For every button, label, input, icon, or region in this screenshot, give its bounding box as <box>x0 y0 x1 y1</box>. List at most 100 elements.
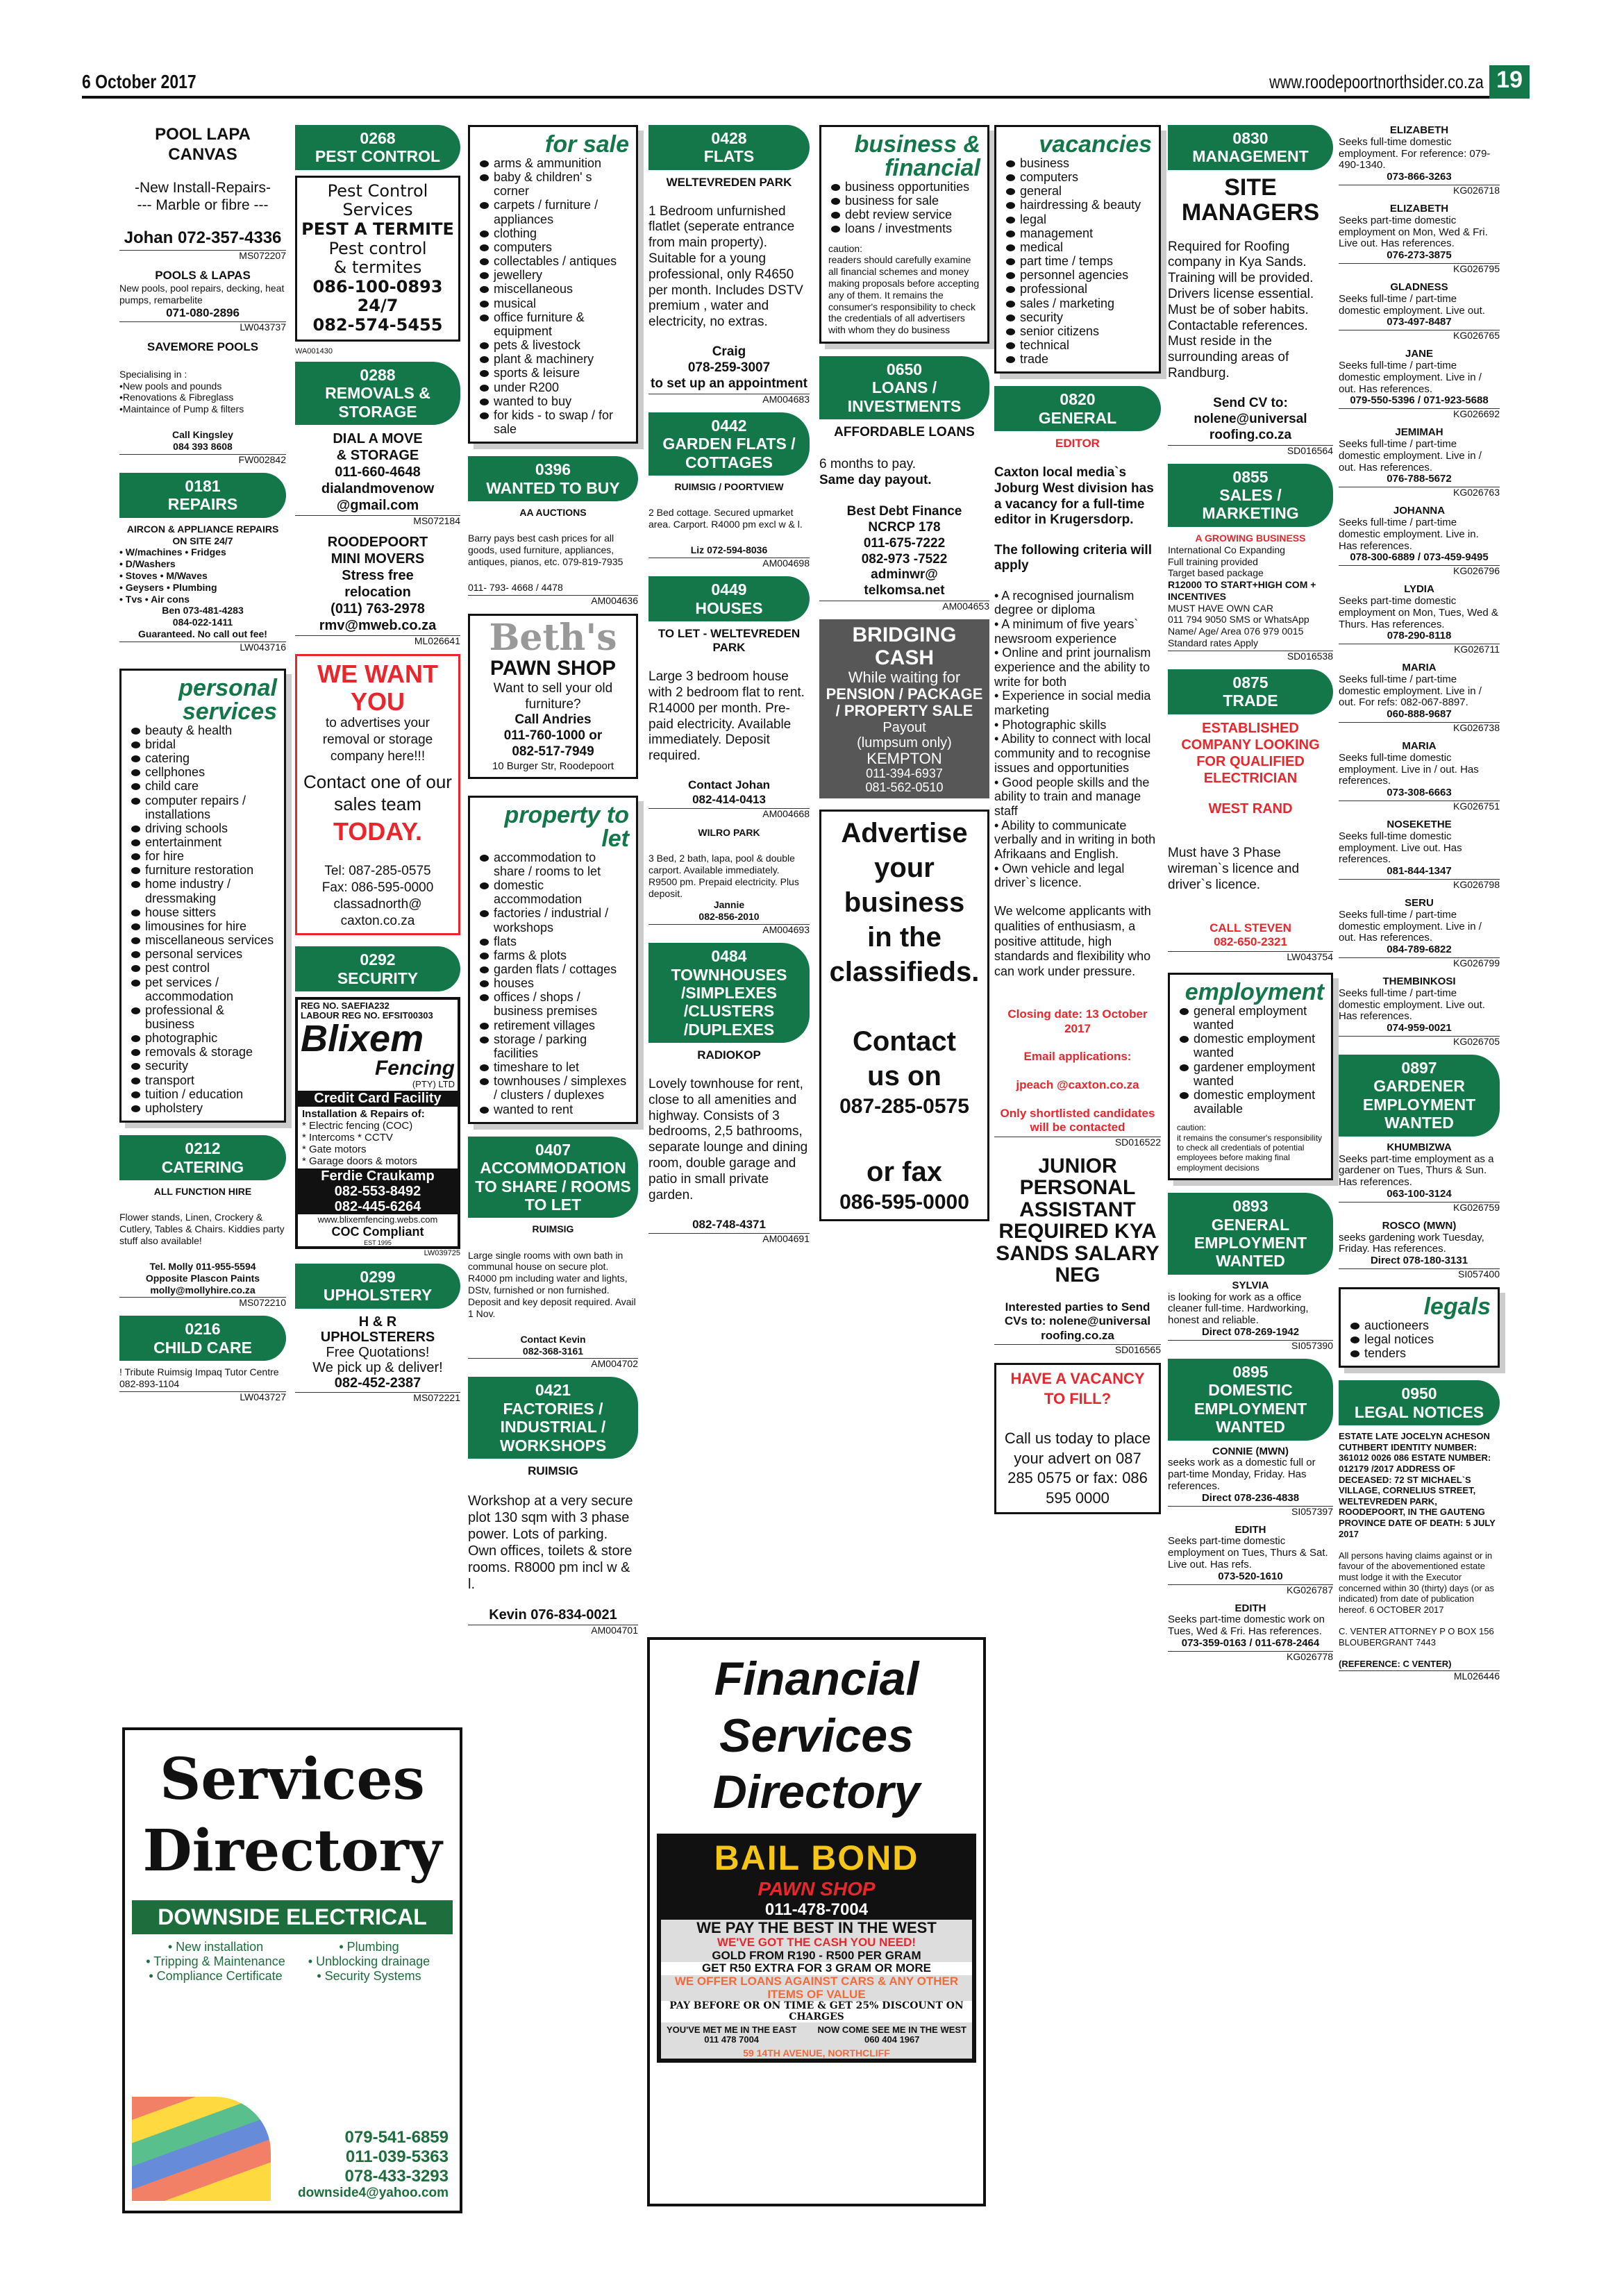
index-item[interactable]: plant & machinery <box>477 352 629 366</box>
index-item[interactable]: pest control <box>128 961 277 975</box>
index-item[interactable]: computers <box>1003 170 1152 184</box>
index-item[interactable]: personal services <box>128 947 277 961</box>
index-item[interactable]: technical <box>1003 338 1152 352</box>
index-item[interactable]: part time / temps <box>1003 254 1152 268</box>
index-item[interactable]: farms & plots <box>477 948 629 962</box>
index-item[interactable]: business <box>1003 156 1152 170</box>
index-item[interactable]: legal <box>1003 212 1152 226</box>
index-item[interactable]: garden flats / cottages <box>477 962 629 976</box>
index-item[interactable]: professional <box>1003 282 1152 296</box>
index-item[interactable]: medical <box>1003 240 1152 254</box>
index-item[interactable]: professional & business <box>128 1003 277 1031</box>
index-item[interactable]: domestic accommodation <box>477 878 629 906</box>
index-item[interactable]: retirement villages <box>477 1019 629 1032</box>
index-item[interactable]: flats <box>477 935 629 948</box>
index-item[interactable]: general <box>1003 184 1152 198</box>
email-link[interactable]: downside4@yahoo.com <box>297 2186 449 2201</box>
index-item[interactable]: hairdressing & beauty <box>1003 198 1152 212</box>
index-item[interactable]: storage / parking facilities <box>477 1032 629 1060</box>
index-item[interactable]: for kids - to swap / for sale <box>477 408 629 436</box>
index-item[interactable]: child care <box>128 779 277 793</box>
index-item[interactable]: upholstery <box>128 1101 277 1115</box>
index-item[interactable]: senior citizens <box>1003 324 1152 338</box>
index-item[interactable]: entertainment <box>128 835 277 849</box>
index-item[interactable]: debt review service <box>828 208 980 221</box>
index-item[interactable]: catering <box>128 751 277 765</box>
index-item[interactable]: personnel agencies <box>1003 268 1152 282</box>
index-item[interactable]: collectables / antiques <box>477 254 629 268</box>
index-item[interactable]: management <box>1003 226 1152 240</box>
email-link[interactable]: jpeach @caxton.co.za <box>1016 1078 1139 1092</box>
index-item[interactable]: business for sale <box>828 194 980 208</box>
index-item[interactable]: sales / marketing <box>1003 296 1152 310</box>
index-item[interactable]: computer repairs / installations <box>128 794 277 821</box>
index-item[interactable]: pets & livestock <box>477 338 629 352</box>
index-item[interactable]: wanted to rent <box>477 1103 629 1116</box>
index-item[interactable]: loans / investments <box>828 221 980 235</box>
index-item[interactable]: security <box>1003 310 1152 324</box>
index-item[interactable]: trade <box>1003 352 1152 366</box>
index-item[interactable]: for hire <box>128 849 277 863</box>
index-item[interactable]: sports & leisure <box>477 366 629 380</box>
index-item[interactable]: clothing <box>477 226 629 240</box>
index-item[interactable]: office furniture & equipment <box>477 310 629 338</box>
index-item[interactable]: computers <box>477 240 629 254</box>
index-item[interactable]: under R200 <box>477 380 629 394</box>
index-item[interactable]: miscellaneous <box>477 282 629 296</box>
index-item[interactable]: tenders <box>1348 1346 1491 1360</box>
index-item[interactable]: driving schools <box>128 821 277 835</box>
index-item[interactable]: pet services / accommodation <box>128 975 277 1003</box>
index-item[interactable]: removals & storage <box>128 1045 277 1059</box>
index-item[interactable]: gardener employment wanted <box>1177 1060 1324 1088</box>
index-item[interactable]: offices / shops / business premises <box>477 990 629 1018</box>
index-item[interactable]: cellphones <box>128 765 277 779</box>
index-item[interactable]: wanted to buy <box>477 394 629 408</box>
index-item[interactable]: business opportunities <box>828 180 980 194</box>
index-item[interactable]: timeshare to let <box>477 1060 629 1074</box>
index-item[interactable]: photographic <box>128 1031 277 1045</box>
index-item[interactable]: bridal <box>128 737 277 751</box>
index-item[interactable]: arms & ammunition <box>477 156 629 170</box>
index-item[interactable]: auctioneers <box>1348 1318 1491 1332</box>
index-item[interactable]: carpets / furniture / appliances <box>477 198 629 226</box>
index-item[interactable]: home industry / dressmaking <box>128 877 277 905</box>
index-item[interactable]: accommodation to share / rooms to let <box>477 850 629 878</box>
index-item[interactable]: limousines for hire <box>128 919 277 933</box>
index-item[interactable]: domestic employment wanted <box>1177 1032 1324 1059</box>
site-url[interactable]: www.roodepoortnorthsider.co.za <box>1269 72 1484 92</box>
index-item[interactable]: townhouses / simplexes / clusters / dupl… <box>477 1074 629 1102</box>
index-item[interactable]: domestic employment available <box>1177 1088 1324 1116</box>
index-item[interactable]: baby & children' s corner <box>477 170 629 198</box>
index-item[interactable]: transport <box>128 1073 277 1087</box>
index-item[interactable]: general employment wanted <box>1177 1004 1324 1032</box>
index-item[interactable]: legal notices <box>1348 1332 1491 1346</box>
index-item[interactable]: miscellaneous services <box>128 933 277 947</box>
index-item[interactable]: musical <box>477 296 629 310</box>
index-item[interactable]: furniture restoration <box>128 863 277 877</box>
index-item[interactable]: factories / industrial / workshops <box>477 906 629 935</box>
index-item[interactable]: jewellery <box>477 268 629 282</box>
